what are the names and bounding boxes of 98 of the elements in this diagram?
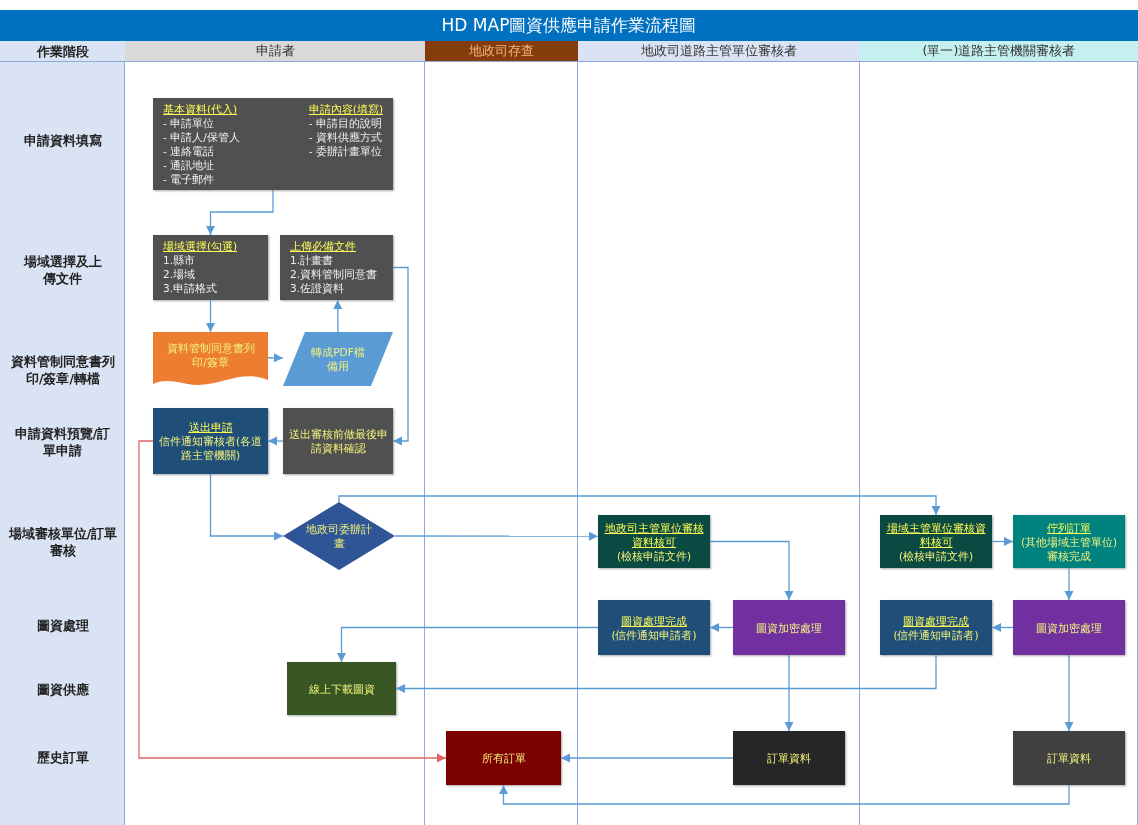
node-text: (檢核申請文件) xyxy=(616,548,692,563)
document-shape xyxy=(153,332,268,388)
process-box xyxy=(880,515,992,568)
node-text: (信件通知申請者) xyxy=(893,627,979,642)
node-heading: 佇列訂單 xyxy=(1047,520,1091,535)
node-heading: 送出申請 xyxy=(188,420,233,434)
arrow xyxy=(392,266,409,446)
process-box xyxy=(880,600,992,655)
process-box xyxy=(1013,731,1125,785)
arrow xyxy=(267,353,284,363)
node-text: 訂單資料 xyxy=(1047,751,1091,765)
node-text: (檢核申請文件) xyxy=(898,548,974,563)
node-text: 轉成PDF檔備用 xyxy=(310,345,366,373)
node-text: 1.計畫書 xyxy=(290,253,334,267)
node-text: - 申請目的說明 xyxy=(308,116,383,130)
node-text: 所有訂單 xyxy=(481,751,526,765)
node-text: - 資料供應方式 xyxy=(308,130,383,144)
process-box xyxy=(287,662,396,715)
node-text: 1.縣市 xyxy=(163,253,196,267)
node-heading: 場域選擇(勾選) xyxy=(163,239,238,253)
phase-label: 場域選擇及上傳文件 xyxy=(22,253,103,288)
node-heading: 場域主管單位審核資料核可 xyxy=(885,520,987,549)
node-text: 資料管制同意書列印/簽章 xyxy=(165,341,256,369)
phase-label: 申請資料預覽/訂單申請 xyxy=(13,425,112,460)
node-text: - 申請人/保管人 xyxy=(163,130,240,144)
arrow xyxy=(394,531,599,541)
node-text: (信件通知申請者) xyxy=(611,627,697,642)
node-heading: 圖資處理完成 xyxy=(621,613,687,628)
process-box xyxy=(446,731,561,785)
process-box xyxy=(153,98,393,190)
arrow xyxy=(784,654,794,732)
node-text: 信件通知審核者(各道路主管機關) xyxy=(158,434,263,462)
process-box xyxy=(153,408,268,474)
phase-label: 場域審核單位/訂單審核 xyxy=(8,525,118,560)
node-text: 線上下載圖資 xyxy=(308,681,375,696)
lane-header: 地政司道路主管單位審核者 xyxy=(578,41,860,62)
process-box xyxy=(598,600,710,655)
node-heading: 申請內容(填寫) xyxy=(308,102,383,116)
arrow xyxy=(991,536,1014,547)
node-text: - 委辦計畫單位 xyxy=(308,144,383,158)
diagram-title: HD MAP圖資供應申請作業流程圖 xyxy=(0,10,1138,41)
data-parallelogram xyxy=(283,332,393,386)
lane-header: 地政司存查 xyxy=(425,41,578,62)
node-heading: 上傳必備文件 xyxy=(290,239,356,253)
node-text: 訂單資料 xyxy=(767,751,811,765)
node-heading: 圖資處理完成 xyxy=(903,613,969,628)
arrow xyxy=(333,299,343,333)
node-text: 3.佐證資料 xyxy=(290,281,345,295)
arrow xyxy=(709,540,794,601)
process-box xyxy=(733,731,845,785)
arrow xyxy=(138,440,447,763)
process-box xyxy=(280,235,393,300)
arrow xyxy=(267,436,284,446)
node-heading: 地政司主管單位審核資料核可 xyxy=(603,520,705,549)
arrow xyxy=(209,473,284,541)
node-text: 2.場域 xyxy=(163,267,196,281)
node-text: - 通訊地址 xyxy=(163,158,216,172)
phase-label: 資料管制同意書列印/簽章/轉檔 xyxy=(10,353,116,388)
arrow xyxy=(338,495,941,516)
node-text: 送出審核前做最後申請資料確認 xyxy=(288,427,388,455)
arrow xyxy=(205,299,216,333)
decision-diamond xyxy=(283,502,395,570)
stage-header: 作業階段 xyxy=(0,41,125,62)
process-box xyxy=(1013,600,1125,655)
node-text: 圖資加密處理 xyxy=(1036,620,1102,635)
node-text: 地政司委辦計畫 xyxy=(305,522,373,550)
node-text: 2.資料管制同意書 xyxy=(290,267,378,281)
swimlane xyxy=(425,41,578,825)
process-box xyxy=(1013,515,1125,568)
phase-label: 圖資供應 xyxy=(35,680,90,699)
swimlane xyxy=(578,41,860,825)
process-box xyxy=(153,235,268,300)
node-text: - 連絡電話 xyxy=(163,144,216,158)
node-text: (其他場域主管單位)審核完成 xyxy=(1019,534,1119,563)
phase-label: 圖資處理 xyxy=(35,616,90,635)
process-box xyxy=(598,515,710,568)
node-text: - 電子郵件 xyxy=(163,172,216,186)
arrow xyxy=(336,626,599,663)
process-box xyxy=(733,600,845,655)
node-text: - 申請單位 xyxy=(163,116,216,130)
arrow xyxy=(709,622,734,633)
lane-header: (單一)道路主管機關審核者 xyxy=(860,41,1138,62)
arrow xyxy=(1064,567,1074,601)
node-text: 圖資加密處理 xyxy=(756,620,822,635)
process-box xyxy=(283,408,393,474)
arrow xyxy=(560,753,734,763)
arrow xyxy=(991,622,1014,633)
arrow xyxy=(498,784,1070,805)
arrow xyxy=(395,654,937,694)
node-text: 3.申請格式 xyxy=(163,281,218,295)
lane-header: 申請者 xyxy=(125,41,425,62)
phase-label: 歷史訂單 xyxy=(35,748,90,767)
arrow xyxy=(205,189,274,236)
swimlane xyxy=(125,41,425,825)
node-heading: 基本資料(代入) xyxy=(163,102,239,116)
phase-label: 申請資料填寫 xyxy=(22,131,103,150)
arrow xyxy=(1064,654,1074,732)
swimlane xyxy=(860,41,1138,825)
